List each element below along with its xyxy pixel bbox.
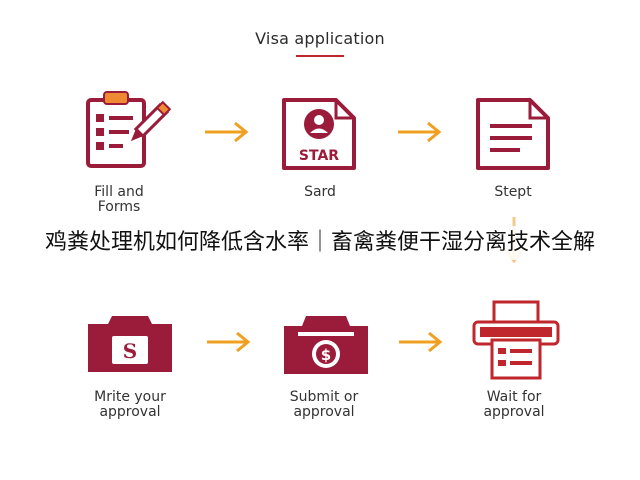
document-icon xyxy=(476,98,550,170)
camera-dollar-icon: $ xyxy=(284,316,368,374)
overlay-caption: 鸡粪处理机如何降低含水率｜畜禽粪便干湿分离技术全解 xyxy=(0,226,640,260)
arrow-right-icon xyxy=(398,121,442,143)
arrow-right-icon xyxy=(399,331,443,353)
step-label-mrite-approval: Mrite your approval xyxy=(94,389,166,420)
step-label-wait-approval: Wait for approval xyxy=(483,389,545,420)
title-underline xyxy=(296,55,344,57)
printer-icon xyxy=(472,300,560,380)
diagram-title: Visa application xyxy=(255,29,385,48)
camera-dollar-badge: $ xyxy=(321,346,331,364)
star-document-icon: STAR xyxy=(282,98,356,170)
step-label-sard: Sard xyxy=(304,184,336,200)
star-badge-text: STAR xyxy=(299,148,339,164)
step-label-submit-approval: Submit or approval xyxy=(289,389,359,420)
arrow-right-icon xyxy=(207,331,251,353)
camera-s-icon: S xyxy=(88,316,172,372)
step-label-fill-forms: Fill and Forms xyxy=(94,184,144,215)
step-label-stept: Stept xyxy=(494,184,532,200)
camera-s-badge: S xyxy=(123,339,137,363)
arrow-right-icon xyxy=(205,121,249,143)
clipboard-pencil-icon xyxy=(86,91,172,168)
